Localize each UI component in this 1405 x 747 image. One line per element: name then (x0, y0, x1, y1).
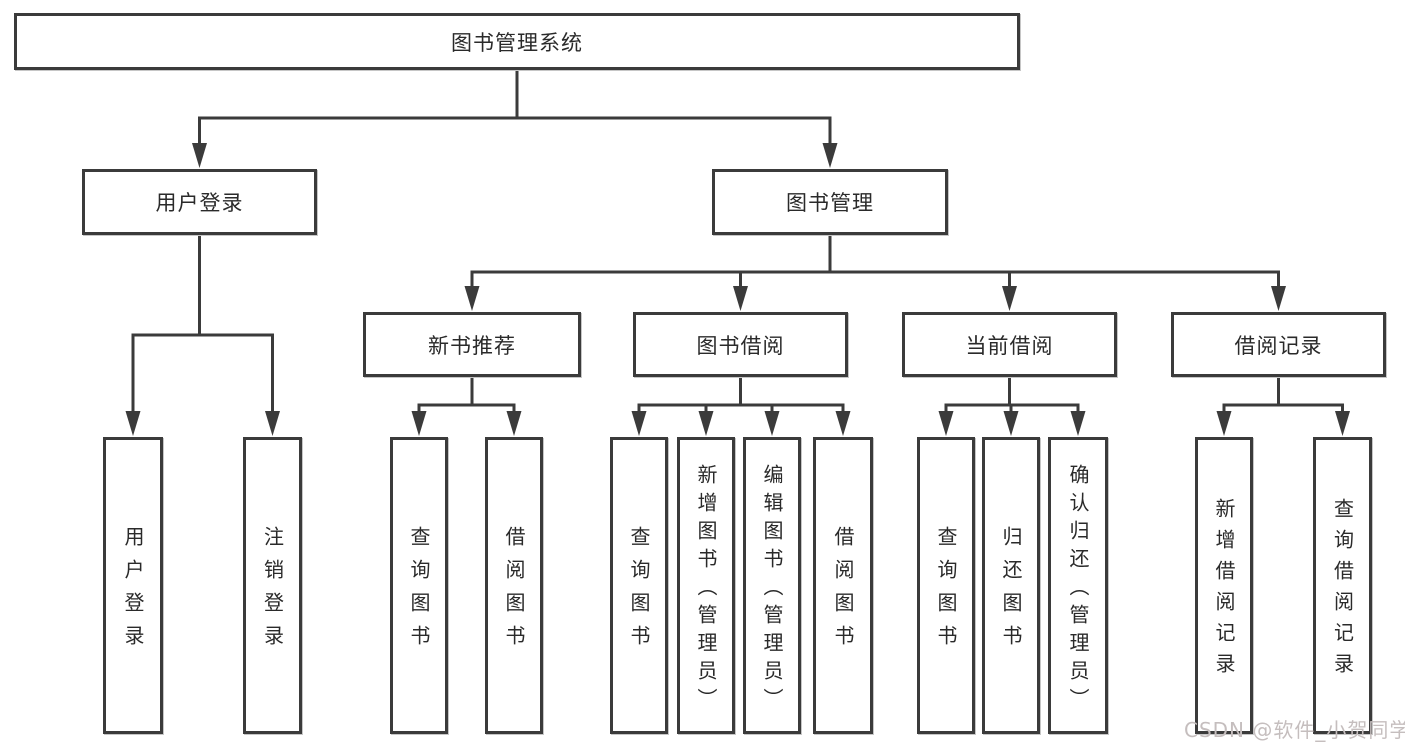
arrowhead-down-icon (764, 411, 780, 436)
arrowhead-down-icon (265, 411, 280, 436)
arrowhead-down-icon (1335, 411, 1350, 436)
arrowhead-down-icon (835, 411, 851, 436)
arrowhead-down-icon (1271, 286, 1286, 311)
arrowhead-down-icon (411, 411, 427, 436)
node-label: 新书推荐 (428, 333, 516, 358)
arrowhead-down-icon (733, 286, 748, 311)
arrowhead-down-icon (938, 411, 954, 436)
arrowhead-down-icon (464, 286, 480, 311)
diagram-node-mgmt: 图书管理 (712, 169, 948, 235)
node-label: 用户登录 (121, 526, 145, 658)
diagram-node-cur-confirm: 确认归还（管理员） (1048, 437, 1108, 734)
node-label: 用户登录 (155, 191, 244, 215)
node-label: 当前借阅 (965, 333, 1054, 358)
node-label: 查询图书 (407, 526, 431, 658)
diagram-node-rec-borrow: 借阅图书 (485, 437, 543, 734)
diagram-node-record-add: 新增借阅记录 (1195, 437, 1253, 734)
node-label: 借阅图书 (831, 526, 855, 658)
arrowhead-down-icon (1002, 286, 1017, 311)
diagram-node-rec: 新书推荐 (363, 312, 581, 377)
arrowhead-down-icon (631, 411, 647, 436)
arrowhead-down-icon (1216, 411, 1232, 436)
node-label: 编辑图书（管理员） (760, 463, 784, 716)
diagram-node-rec-query: 查询图书 (390, 437, 448, 734)
node-label: 归还图书 (999, 526, 1023, 658)
diagram-node-record-query: 查询借阅记录 (1313, 437, 1372, 734)
node-label: 新增图书（管理员） (694, 463, 718, 716)
diagram-node-record: 借阅记录 (1171, 312, 1386, 377)
node-label: 图书管理系统 (451, 30, 583, 55)
node-label: 图书管理 (786, 191, 874, 215)
arrowhead-down-icon (125, 411, 141, 436)
diagram-node-root: 图书管理系统 (14, 13, 1020, 70)
node-label: 新增借阅记录 (1212, 498, 1236, 684)
csdn-watermark: CSDN @软件_小贺同学 (1184, 718, 1405, 742)
diagram-node-login-user: 用户登录 (103, 437, 163, 734)
diagram-node-cur-query: 查询图书 (917, 437, 975, 734)
arrowhead-down-icon (698, 411, 714, 436)
diagram-node-borrow-lend: 借阅图书 (813, 437, 873, 734)
diagram-node-current: 当前借阅 (902, 312, 1117, 377)
node-label: 图书借阅 (696, 333, 785, 358)
arrowhead-down-icon (1070, 411, 1086, 436)
node-label: 查询借阅记录 (1330, 498, 1355, 684)
diagram-node-borrow-add: 新增图书（管理员） (677, 437, 735, 734)
arrowhead-down-icon (822, 143, 838, 168)
arrowhead-down-icon (192, 143, 207, 168)
arrowhead-down-icon (1003, 411, 1019, 436)
diagram-node-login: 用户登录 (82, 169, 317, 235)
diagram-node-login-logout: 注销登录 (243, 437, 302, 734)
node-label: 查询图书 (627, 526, 651, 658)
diagram-node-borrow-edit: 编辑图书（管理员） (743, 437, 801, 734)
node-label: 查询图书 (934, 526, 958, 658)
node-label: 借阅图书 (502, 526, 526, 658)
diagram-node-borrow: 图书借阅 (633, 312, 848, 377)
diagram-node-borrow-query: 查询图书 (610, 437, 668, 734)
node-label: 确认归还（管理员） (1066, 463, 1090, 716)
node-label: 注销登录 (260, 526, 285, 658)
diagram-node-cur-return: 归还图书 (982, 437, 1040, 734)
node-label: 借阅记录 (1234, 333, 1323, 358)
arrowhead-down-icon (506, 411, 522, 436)
